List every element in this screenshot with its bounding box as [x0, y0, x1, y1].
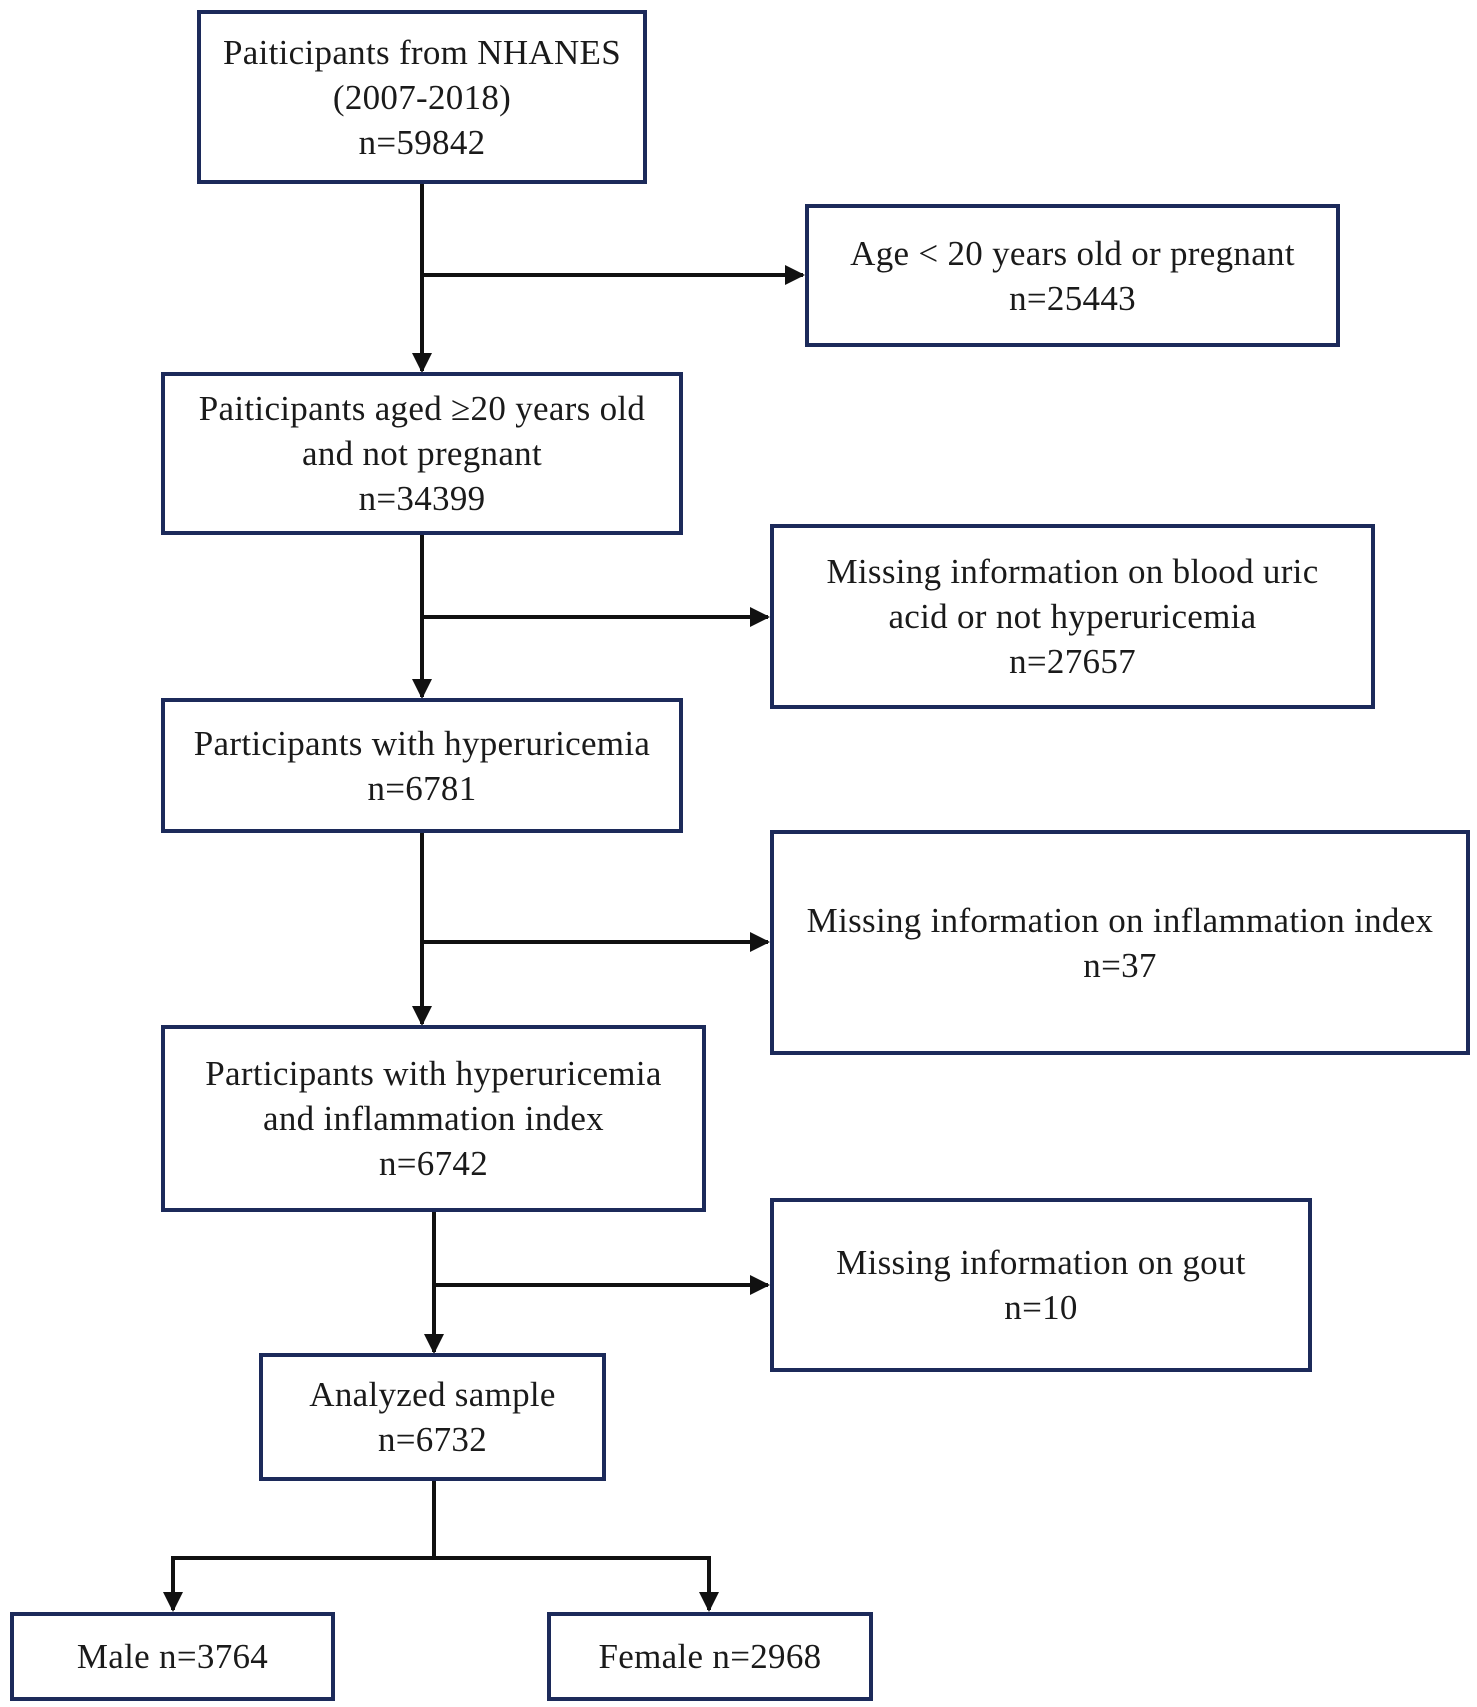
box-line: Analyzed sample	[309, 1375, 556, 1414]
box-line: Paiticipants from NHANES	[223, 32, 621, 72]
adults-not-pregnant-box: Paiticipants aged ≥20 years old and not …	[161, 372, 683, 535]
box-line: acid or not hyperuricemia	[888, 597, 1257, 636]
box-line: Female n=2968	[598, 1637, 822, 1676]
participants-nhanes-box: Paiticipants from NHANES (2007-2018) n=5…	[197, 10, 647, 184]
box-line: Missing information on gout	[836, 1243, 1246, 1282]
box-line: n=6732	[377, 1420, 488, 1459]
exclusion-gout-box: Missing information on gout n=10	[770, 1198, 1312, 1372]
hyperuricemia-inflammation-box: Participants with hyperuricemia and infl…	[161, 1025, 706, 1212]
box-line: Paiticipants aged ≥20 years old	[198, 389, 646, 428]
box-line: n=6742	[378, 1144, 489, 1183]
box-line: (2007-2018)	[332, 77, 512, 117]
box-line: and inflammation index	[263, 1099, 604, 1138]
exclusion-inflammation-box: Missing information on inflammation inde…	[770, 830, 1470, 1055]
male-box: Male n=3764	[10, 1612, 335, 1701]
box-line: n=59842	[358, 122, 486, 162]
exclusion-age-box: Age < 20 years old or pregnant n=25443	[805, 204, 1340, 347]
box-line: n=27657	[1009, 642, 1136, 681]
box-line: Participants with hyperuricemia	[205, 1054, 662, 1093]
female-box: Female n=2968	[547, 1612, 873, 1701]
box-line: n=6781	[367, 768, 477, 808]
box-line: Male n=3764	[76, 1637, 269, 1676]
exclusion-uric-acid-box: Missing information on blood uric acid o…	[770, 524, 1375, 709]
box-line: n=37	[1083, 945, 1157, 985]
box-line: Missing information on inflammation inde…	[806, 900, 1434, 940]
analyzed-sample-box: Analyzed sample n=6732	[259, 1353, 606, 1481]
box-line: n=10	[1004, 1288, 1078, 1327]
box-line: and not pregnant	[301, 434, 542, 473]
box-line: n=34399	[358, 479, 486, 518]
hyperuricemia-box: Participants with hyperuricemia n=6781	[161, 698, 683, 833]
box-line: Age < 20 years old or pregnant	[850, 233, 1295, 273]
box-line: n=25443	[1009, 278, 1136, 318]
box-line: Missing information on blood uric	[826, 552, 1319, 591]
box-line: Participants with hyperuricemia	[193, 723, 651, 763]
